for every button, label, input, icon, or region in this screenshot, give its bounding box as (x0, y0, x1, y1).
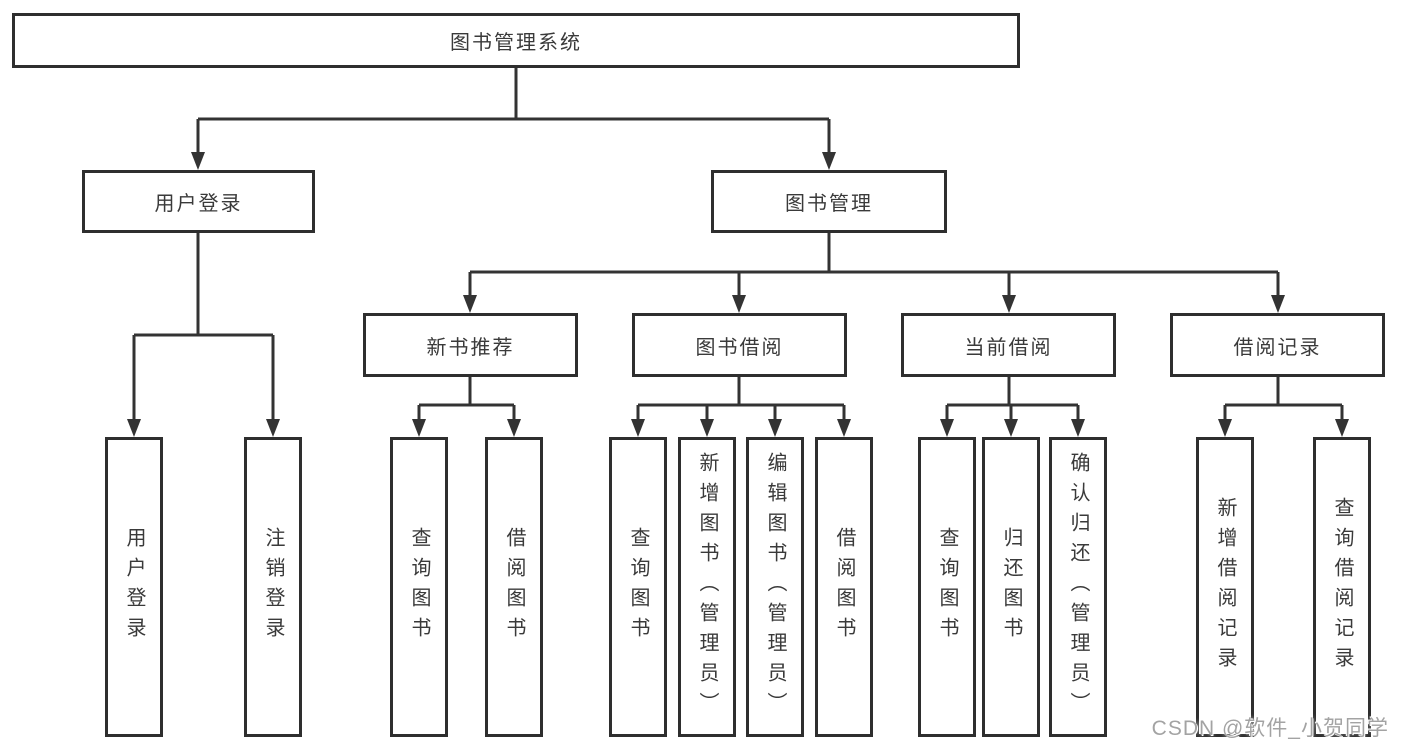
node-leaf-borrow-edit-admin: 编辑图书（管理员） (746, 437, 804, 737)
node-label: 借阅记录 (1233, 336, 1322, 359)
node-leaf-newbook-query: 查询图书 (390, 437, 448, 737)
node-label: 新书推荐 (426, 336, 515, 359)
node-leaf-borrow-book: 借阅图书 (815, 437, 873, 737)
node-label: 确认归还（管理员） (1067, 452, 1089, 722)
node-leaf-user-login: 用户登录 (105, 437, 163, 737)
node-new-book-recommend: 新书推荐 (363, 313, 578, 377)
node-label: 图书借阅 (695, 336, 784, 359)
node-label: 查询图书 (408, 527, 430, 647)
node-label: 编辑图书（管理员） (764, 452, 786, 722)
node-label: 借阅图书 (833, 527, 855, 647)
node-label: 注销登录 (262, 527, 284, 647)
node-user-login-branch: 用户登录 (82, 170, 315, 233)
node-label: 用户登录 (123, 527, 145, 647)
node-leaf-query-record: 查询借阅记录 (1313, 437, 1371, 737)
node-label: 借阅图书 (503, 527, 525, 647)
node-leaf-current-query: 查询图书 (918, 437, 976, 737)
node-label: 新增借阅记录 (1214, 497, 1236, 677)
node-label: 归还图书 (1000, 527, 1022, 647)
node-leaf-borrow-add-admin: 新增图书（管理员） (678, 437, 736, 737)
node-label: 图书管理 (785, 193, 873, 215)
node-book-management-branch: 图书管理 (711, 170, 947, 233)
node-leaf-confirm-return-admin: 确认归还（管理员） (1049, 437, 1107, 737)
node-root-label: 图书管理系统 (450, 32, 582, 54)
node-leaf-newbook-borrow: 借阅图书 (485, 437, 543, 737)
node-root: 图书管理系统 (12, 13, 1020, 68)
node-label: 查询图书 (936, 527, 958, 647)
node-leaf-return-book: 归还图书 (982, 437, 1040, 737)
node-borrow-records: 借阅记录 (1170, 313, 1385, 377)
node-leaf-add-record: 新增借阅记录 (1196, 437, 1254, 737)
arrowheads (127, 152, 1349, 437)
node-book-borrow: 图书借阅 (632, 313, 847, 377)
csdn-watermark: CSDN @软件_小贺同学 (1151, 717, 1389, 740)
node-label: 查询借阅记录 (1331, 497, 1353, 677)
node-label: 新增图书（管理员） (696, 452, 718, 722)
node-leaf-borrow-query: 查询图书 (609, 437, 667, 737)
node-current-borrow: 当前借阅 (901, 313, 1116, 377)
node-label: 当前借阅 (964, 336, 1053, 359)
node-leaf-logout: 注销登录 (244, 437, 302, 737)
node-label: 用户登录 (154, 193, 243, 215)
node-label: 查询图书 (627, 527, 649, 647)
